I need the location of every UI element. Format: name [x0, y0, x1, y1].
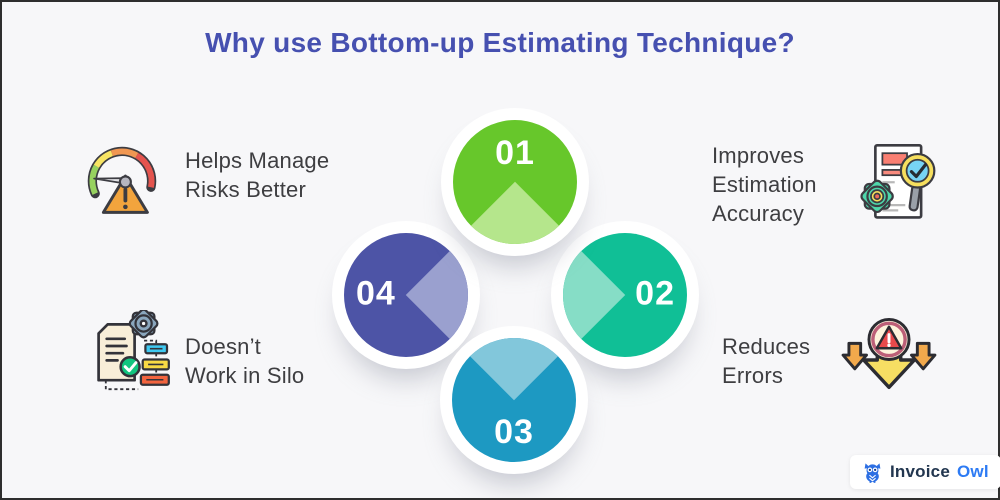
accuracy-magnifier-icon	[856, 140, 944, 228]
invoiceowl-logo: Invoice Owl	[850, 455, 1000, 489]
step-number-04: 04	[356, 274, 396, 313]
step-circle-02: 02	[551, 221, 699, 369]
owl-icon	[864, 462, 881, 483]
step-number-01: 01	[495, 134, 535, 172]
feature-label-helps-manage-risks: Helps Manage Risks Better	[185, 148, 330, 202]
feature-label-no-silo: Doesn’t Work in Silo	[185, 334, 305, 388]
page-title: Why use Bottom-up Estimating Technique?	[205, 27, 795, 58]
feature-label-reduces-errors: Reduces Errors	[722, 334, 811, 388]
diamond-shape	[452, 338, 576, 401]
step-circle-04: 04	[332, 221, 480, 369]
step-number-02: 02	[635, 274, 675, 313]
step-circle-03: 03	[440, 326, 588, 474]
step-number-03: 03	[494, 413, 534, 451]
logo-text-accent: Owl	[956, 462, 989, 481]
diamond-shape	[453, 181, 577, 244]
reduce-errors-arrows-icon	[839, 316, 939, 402]
step-circle-01: 01	[441, 108, 589, 256]
feature-label-estimation-accuracy: Improves Estimation Accuracy	[712, 143, 817, 226]
logo-text-primary: Invoice	[890, 462, 950, 481]
risk-gauge-icon	[78, 132, 166, 220]
workflow-document-icon	[86, 310, 176, 400]
